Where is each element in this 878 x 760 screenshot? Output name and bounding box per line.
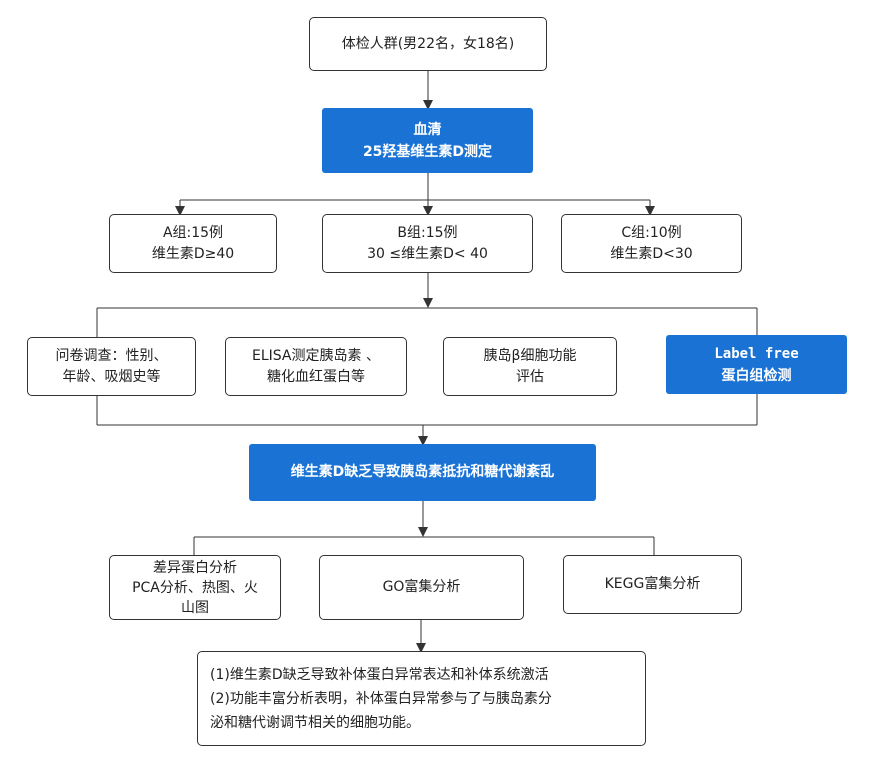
go-enrichment-node: GO富集分析 [319,555,524,620]
node-text-line: 问卷调查：性别、 [55,347,168,364]
node-text-line: A组:15例 [162,224,224,241]
node-text-line: GO富集分析 [382,579,461,595]
label-free-proteomics-node: Label free 蛋白组检测 [666,335,847,394]
node-text-line: 维生素D≥40 [151,245,235,262]
node-text-line: 山图 [180,599,209,616]
node-text-line: PCA分析、热图、火 [132,579,258,596]
node-text-line: 25羟基维生素D测定 [362,143,493,160]
node-text-line: 年龄、吸烟史等 [62,368,161,385]
node-text-line: C组:10例 [621,224,682,241]
elisa-node: ELISA测定胰岛素 、糖化血红蛋白等 [225,337,407,396]
serum-measurement-node: 血清 25羟基维生素D测定 [322,108,533,173]
node-text-line: ELISA测定胰岛素 、 [252,347,380,364]
node-text-line: 蛋白组检测 [721,367,792,384]
node-text-line: (2)功能丰富分析表明，补体蛋白异常参与了与胰岛素分 [210,690,552,707]
findings-node: (1)维生素D缺乏导致补体蛋白异常表达和补体系统激活 (2)功能丰富分析表明，补体… [197,651,646,746]
node-text-line: (1)维生素D缺乏导致补体蛋白异常表达和补体系统激活 [210,666,549,683]
group-c-node: C组:10例维生素D<30 [561,214,742,273]
population-node: 体检人群(男22名，女18名) [309,17,547,71]
vitamin-d-conclusion-node: 维生素D缺乏导致胰岛素抵抗和糖代谢紊乱 [249,444,596,501]
node-text-line: 差异蛋白分析 [152,559,237,576]
node-text-line: 胰岛β细胞功能 [483,347,577,364]
node-text-line: 血清 [413,121,442,138]
node-text-line: 维生素D缺乏导致胰岛素抵抗和糖代谢紊乱 [290,464,555,480]
node-text-line: 糖化血红蛋白等 [266,368,365,385]
beta-cell-node: 胰岛β细胞功能评估 [443,337,617,396]
diff-protein-analysis-node: 差异蛋白分析 PCA分析、热图、火山图 [109,555,281,620]
kegg-enrichment-node: KEGG富集分析 [563,555,742,614]
group-a-node: A组:15例维生素D≥40 [109,214,277,273]
node-text-line: 体检人群(男22名，女18名) [341,35,515,52]
node-text-line: 维生素D<30 [610,245,693,262]
node-text-line: B组:15例 [397,224,458,241]
group-b-node: B组:15例 30 ≤维生素D< 40 [322,214,533,273]
node-text-line: KEGG富集分析 [604,576,701,592]
node-text-line: 泌和糖代谢调节相关的细胞功能。 [210,714,420,731]
questionnaire-node: 问卷调查：性别、年龄、吸烟史等 [27,337,196,396]
node-text-line: Label free [714,345,799,362]
node-text-line: 评估 [516,368,544,385]
node-text-line: 30 ≤维生素D< 40 [367,245,488,262]
